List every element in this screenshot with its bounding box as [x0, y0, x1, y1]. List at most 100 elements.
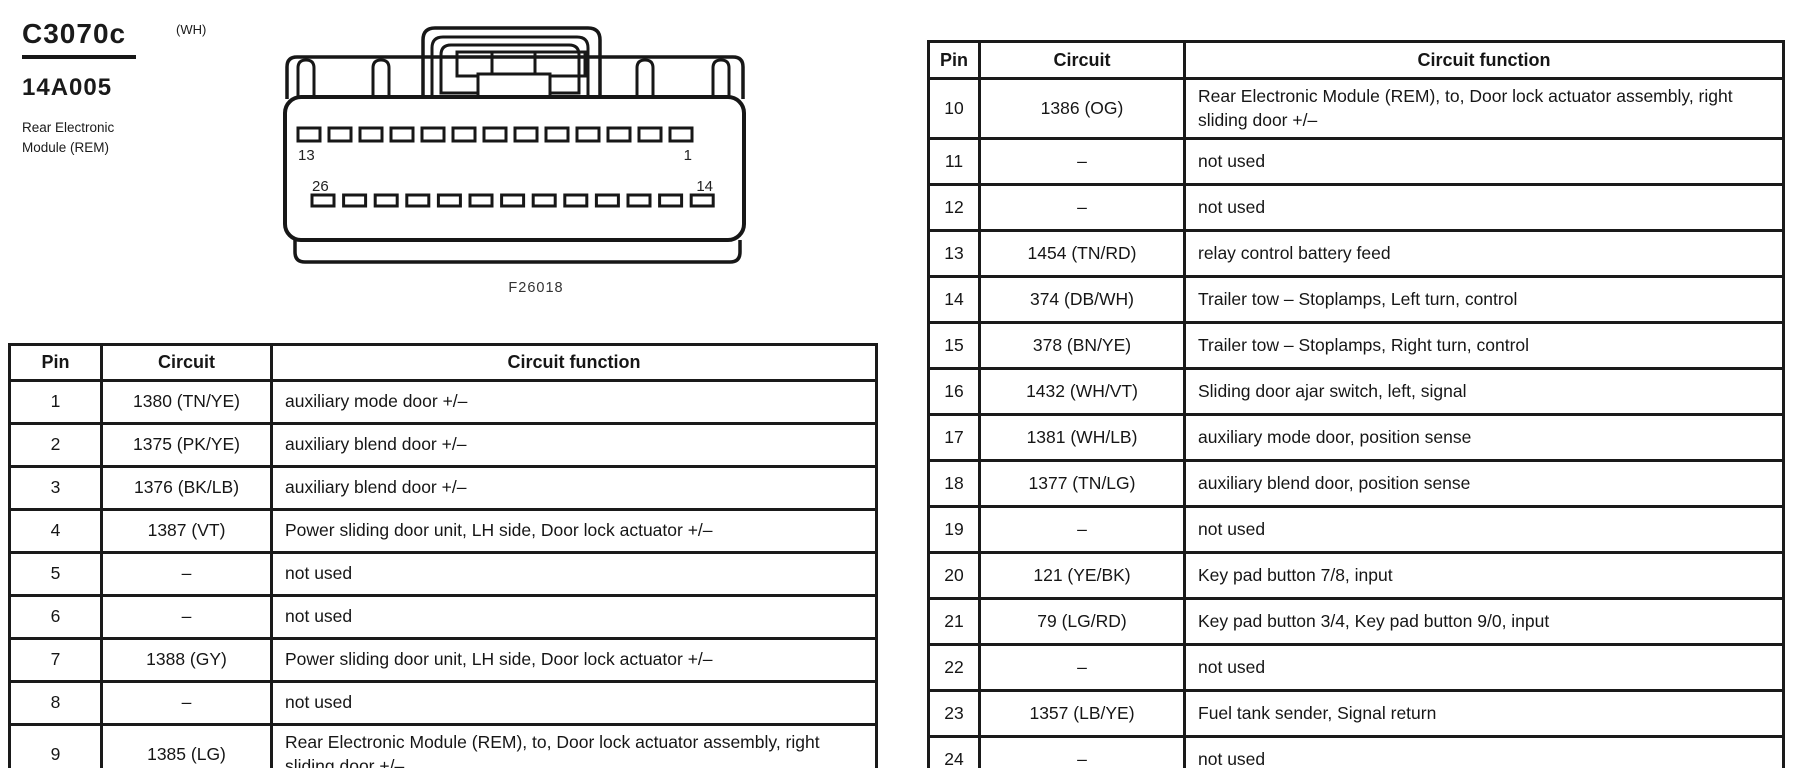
circuit-cell: 79 (LG/RD): [978, 597, 1186, 647]
pin-cell: 17: [927, 413, 981, 463]
pin-number-14: 14: [696, 178, 713, 195]
function-cell: auxiliary blend door +/–: [270, 465, 878, 511]
pin-cell: 23: [927, 689, 981, 739]
connector-tab: [711, 58, 731, 99]
circuit-cell: –: [978, 183, 1186, 233]
circuit-cell: 1381 (WH/LB): [978, 413, 1186, 463]
connector-upper-band: [285, 55, 745, 99]
circuit-cell: –: [978, 735, 1186, 768]
table-row: 8–not used: [8, 680, 878, 726]
function-cell: not used: [270, 594, 878, 640]
pin-number-1: 1: [684, 147, 692, 164]
module-name-line2: Module (REM): [22, 140, 110, 155]
column-header: Circuit: [978, 40, 1186, 80]
connector-id: C3070c: [22, 18, 137, 59]
circuit-cell: –: [978, 137, 1186, 187]
circuit-cell: 1376 (BK/LB): [100, 465, 273, 511]
column-header: Circuit: [100, 343, 273, 382]
connector-tab: [635, 58, 655, 99]
table-row: 6–not used: [8, 594, 878, 640]
function-cell: auxiliary blend door +/–: [270, 422, 878, 468]
pin-cell: 4: [8, 508, 103, 554]
circuit-cell: 1357 (LB/YE): [978, 689, 1186, 739]
figure-label: F26018: [508, 280, 563, 296]
pin-cell: 18: [927, 459, 981, 509]
pin-number-26: 26: [312, 178, 329, 195]
circuit-cell: 1380 (TN/YE): [100, 379, 273, 425]
connector-latch-button: [476, 72, 552, 101]
function-cell: Key pad button 7/8, input: [1183, 551, 1785, 601]
connector-latch-inner: [430, 35, 590, 99]
circuit-cell: 1454 (TN/RD): [978, 229, 1186, 279]
circuit-cell: –: [100, 594, 273, 640]
function-cell: not used: [270, 680, 878, 726]
pin-cell: 24: [927, 735, 981, 768]
function-cell: auxiliary mode door +/–: [270, 379, 878, 425]
part-number: 14A005: [22, 74, 113, 101]
function-cell: Power sliding door unit, LH side, Door l…: [270, 637, 878, 683]
circuit-cell: 1387 (VT): [100, 508, 273, 554]
function-cell: not used: [1183, 505, 1785, 555]
connector-color-code: (WH): [176, 22, 207, 37]
pin-cell: 3: [8, 465, 103, 511]
circuit-cell: 121 (YE/BK): [978, 551, 1186, 601]
circuit-cell: 378 (BN/YE): [978, 321, 1186, 371]
column-header: Circuit function: [1183, 40, 1785, 80]
pin-cell: 5: [8, 551, 103, 597]
circuit-cell: –: [100, 680, 273, 726]
pin-row-top: [296, 126, 694, 143]
pin-cell: 16: [927, 367, 981, 417]
circuit-cell: 1388 (GY): [100, 637, 273, 683]
function-cell: auxiliary mode door, position sense: [1183, 413, 1785, 463]
pin-cell: 15: [927, 321, 981, 371]
pin-cell: 22: [927, 643, 981, 693]
table-row: 19–not used: [927, 505, 1785, 555]
circuit-cell: 1432 (WH/VT): [978, 367, 1186, 417]
function-cell: not used: [1183, 643, 1785, 693]
connector-diagram: 13 1 26 14 F26018: [255, 14, 775, 304]
function-cell: Rear Electronic Module (REM), to, Door l…: [1183, 76, 1785, 141]
pin-cell: 6: [8, 594, 103, 640]
table-row: 24–not used: [927, 735, 1785, 768]
table-row: 12–not used: [927, 183, 1785, 233]
function-cell: Trailer tow – Stoplamps, Left turn, cont…: [1183, 275, 1785, 325]
pin-cell: 2: [8, 422, 103, 468]
circuit-cell: –: [100, 551, 273, 597]
table-row: 22–not used: [927, 643, 1785, 693]
module-name-line1: Rear Electronic: [22, 120, 115, 135]
pin-cell: 19: [927, 505, 981, 555]
function-cell: Rear Electronic Module (REM), to, Door l…: [270, 722, 878, 768]
circuit-cell: –: [978, 643, 1186, 693]
function-cell: Fuel tank sender, Signal return: [1183, 689, 1785, 739]
table-row: 11–not used: [927, 137, 1785, 187]
function-cell: Key pad button 3/4, Key pad button 9/0, …: [1183, 597, 1785, 647]
table-row: 5–not used: [8, 551, 878, 597]
pin-cell: 11: [927, 137, 981, 187]
function-cell: not used: [1183, 137, 1785, 187]
pin-cell: 12: [927, 183, 981, 233]
pin-cell: 1: [8, 379, 103, 425]
connector-drawing-svg: 13 1 26 14 F26018: [283, 26, 746, 296]
pin-cell: 8: [8, 680, 103, 726]
circuit-cell: 374 (DB/WH): [978, 275, 1186, 325]
column-header: Pin: [8, 343, 103, 382]
function-cell: not used: [270, 551, 878, 597]
connector-tab: [296, 58, 316, 99]
circuit-cell: 1375 (PK/YE): [100, 422, 273, 468]
function-cell: Sliding door ajar switch, left, signal: [1183, 367, 1785, 417]
connector-tab: [371, 58, 391, 99]
